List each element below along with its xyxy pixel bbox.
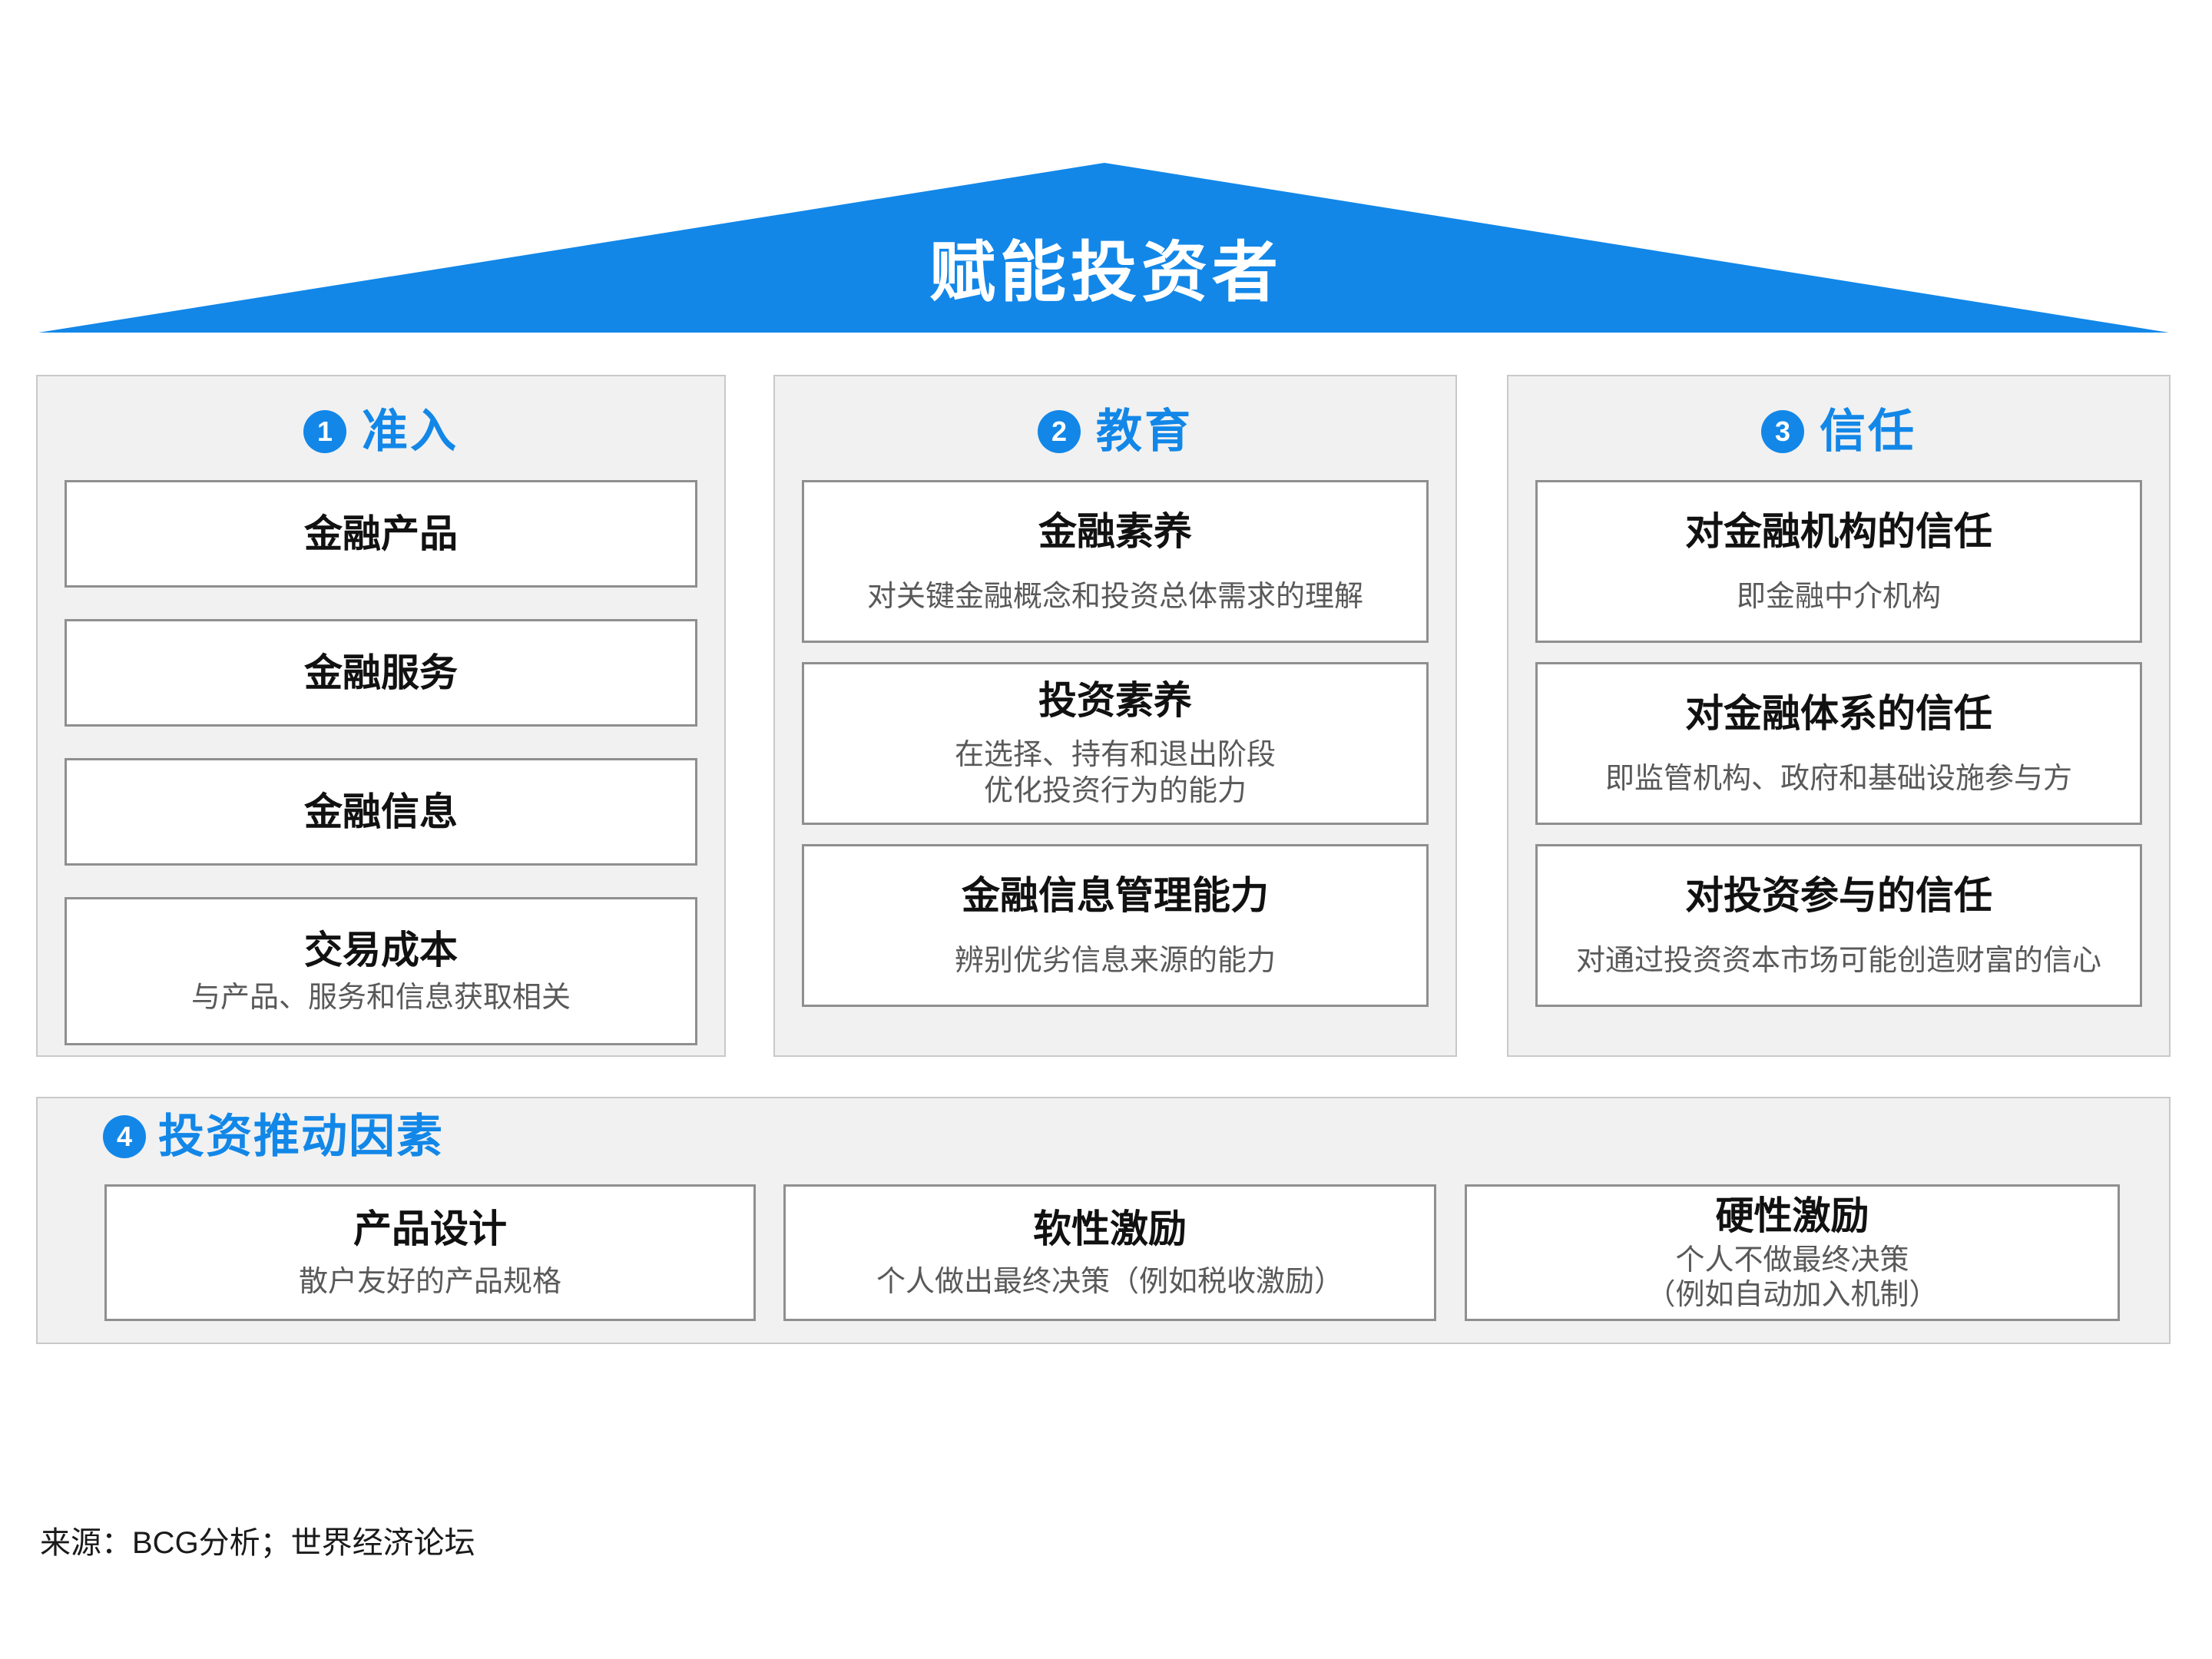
number-badge-3: 3 — [1761, 410, 1804, 453]
box-title: 对金融体系的信任 — [1685, 692, 1992, 735]
box-title: 对金融机构的信任 — [1685, 510, 1992, 553]
box-title: 金融信息管理能力 — [962, 874, 1269, 917]
column-header-label: 教育 — [1096, 406, 1193, 457]
box-investment-literacy: 投资素养 在选择、持有和退出阶段 优化投资行为的能力 — [802, 662, 1429, 825]
source-note: 来源：BCG分析；世界经济论坛 — [40, 1526, 475, 1560]
box-information-management: 金融信息管理能力 辨别优劣信息来源的能力 — [802, 844, 1429, 1007]
box-financial-products: 金融产品 — [65, 480, 697, 588]
number-badge-4: 4 — [103, 1115, 146, 1158]
roof-triangle-shape — [38, 163, 2169, 333]
box-soft-incentives: 软性激励 个人做出最终决策（例如税收激励） — [783, 1184, 1436, 1321]
box-title: 产品设计 — [353, 1207, 507, 1250]
page-title: 赋能投资者 — [929, 236, 1283, 310]
column-header-label: 信任 — [1820, 406, 1916, 457]
column-panel-trust: 3 信任 对金融机构的信任 即金融中介机构 对金融体系的信任 即监管机构、政府和… — [1507, 375, 2171, 1057]
column-header-education: 2 教育 — [775, 409, 1455, 455]
box-title: 金融信息 — [304, 790, 458, 833]
box-product-design: 产品设计 散户友好的产品规格 — [104, 1184, 756, 1321]
band-investment-drivers: 4 投资推动因素 产品设计 散户友好的产品规格 软性激励 个人做出最终决策（例如… — [36, 1097, 2171, 1344]
box-title: 投资素养 — [1038, 679, 1192, 723]
column-panel-education: 2 教育 金融素养 对关键金融概念和投资总体需求的理解 投资素养 在选择、持有和… — [773, 375, 1457, 1057]
box-trust-institutions: 对金融机构的信任 即金融中介机构 — [1535, 480, 2142, 643]
box-financial-services: 金融服务 — [65, 619, 697, 727]
box-trust-participation: 对投资参与的信任 对通过投资资本市场可能创造财富的信心 — [1535, 844, 2142, 1007]
column-header-label: 准入 — [362, 406, 459, 457]
box-subtitle: 在选择、持有和退出阶段 优化投资行为的能力 — [954, 738, 1276, 808]
box-subtitle: 与产品、服务和信息获取相关 — [190, 982, 571, 1014]
box-subtitle: 即金融中介机构 — [1736, 580, 1941, 613]
box-trust-system: 对金融体系的信任 即监管机构、政府和基础设施参与方 — [1535, 662, 2142, 825]
box-title: 金融素养 — [1038, 510, 1192, 553]
box-title: 硬性激励 — [1715, 1194, 1869, 1238]
column-header-access: 1 准入 — [38, 409, 724, 455]
band-header: 4 投资推动因素 — [103, 1114, 444, 1160]
box-hard-incentives: 硬性激励 个人不做最终决策 （例如自动加入机制） — [1465, 1184, 2120, 1321]
box-subtitle: 即监管机构、政府和基础设施参与方 — [1604, 762, 2072, 795]
column-header-trust: 3 信任 — [1508, 409, 2169, 455]
box-financial-literacy: 金融素养 对关键金融概念和投资总体需求的理解 — [802, 480, 1429, 643]
number-badge-2: 2 — [1038, 410, 1081, 453]
box-subtitle: 对关键金融概念和投资总体需求的理解 — [866, 580, 1363, 613]
box-title: 对投资参与的信任 — [1685, 874, 1992, 917]
box-subtitle: 对通过投资资本市场可能创造财富的信心 — [1575, 944, 2101, 977]
box-financial-information: 金融信息 — [65, 758, 697, 866]
box-subtitle: 个人做出最终决策（例如税收激励） — [876, 1266, 1343, 1299]
column-panel-access: 1 准入 金融产品 金融服务 金融信息 交易成本 与产品、服务和信息获取相关 — [36, 375, 726, 1057]
number-badge-1: 1 — [303, 410, 346, 453]
box-title: 软性激励 — [1033, 1207, 1187, 1250]
box-subtitle: 个人不做最终决策 （例如自动加入机制） — [1646, 1243, 1939, 1312]
box-subtitle: 辨别优劣信息来源的能力 — [954, 944, 1276, 977]
box-title: 金融服务 — [304, 651, 458, 694]
box-title: 金融产品 — [304, 512, 458, 555]
box-transaction-costs: 交易成本 与产品、服务和信息获取相关 — [65, 897, 697, 1045]
box-title: 交易成本 — [304, 928, 458, 972]
band-header-label: 投资推动因素 — [158, 1111, 444, 1162]
box-subtitle: 散户友好的产品规格 — [298, 1266, 561, 1299]
roof-banner: 赋能投资者 — [0, 0, 2212, 353]
